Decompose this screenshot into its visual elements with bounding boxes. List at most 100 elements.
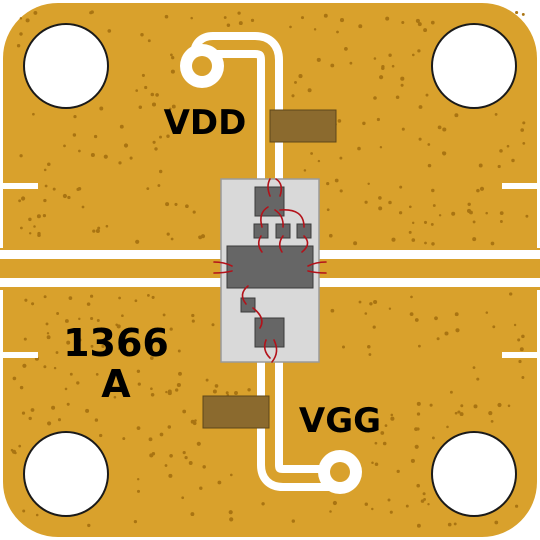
substrate-dot bbox=[431, 188, 435, 193]
substrate-dot bbox=[329, 510, 332, 513]
substrate-dot bbox=[136, 477, 140, 481]
substrate-dot bbox=[380, 431, 385, 435]
substrate-dot bbox=[442, 151, 447, 156]
substrate-dot bbox=[234, 391, 238, 395]
bond-wire-top-3 bbox=[279, 209, 305, 228]
substrate-dot bbox=[438, 214, 442, 217]
substrate-dot bbox=[378, 196, 382, 200]
substrate-dot bbox=[18, 199, 22, 203]
substrate-dot bbox=[364, 502, 369, 506]
substrate-dot bbox=[45, 322, 49, 326]
substrate-dot bbox=[457, 410, 461, 414]
substrate-dot bbox=[416, 401, 421, 406]
substrate-dot bbox=[367, 344, 371, 349]
substrate-dot bbox=[33, 10, 38, 15]
substrate-dot bbox=[479, 186, 485, 191]
substrate-dot bbox=[525, 214, 529, 218]
substrate-dot bbox=[47, 421, 52, 426]
substrate-dot bbox=[96, 319, 100, 322]
substrate-dot bbox=[411, 238, 416, 242]
substrate-dot bbox=[103, 154, 108, 159]
substrate-dot bbox=[410, 295, 413, 299]
bond-wire-vgg-1 bbox=[263, 339, 271, 359]
substrate-dot bbox=[344, 47, 348, 51]
substrate-dot bbox=[67, 195, 71, 200]
substrate-dot bbox=[148, 437, 153, 442]
substrate-dot bbox=[46, 332, 50, 335]
substrate-dot bbox=[420, 499, 425, 503]
substrate-dot bbox=[226, 23, 231, 27]
substrate-dot bbox=[395, 95, 400, 99]
substrate-dot bbox=[520, 128, 524, 132]
substrate-dot bbox=[330, 63, 335, 68]
notch-left-lower bbox=[0, 352, 38, 358]
substrate-dot bbox=[92, 229, 96, 233]
substrate-dot bbox=[449, 390, 453, 394]
substrate-dot bbox=[522, 142, 526, 145]
substrate-dot bbox=[66, 340, 71, 345]
substrate-dot bbox=[391, 64, 395, 68]
substrate-dot bbox=[453, 522, 457, 526]
substrate-dot bbox=[46, 335, 51, 340]
substrate-dot bbox=[19, 17, 23, 20]
substrate-dot bbox=[133, 519, 138, 524]
substrate-dot bbox=[53, 366, 57, 370]
substrate-dot bbox=[43, 365, 47, 369]
substrate-dot bbox=[384, 424, 388, 427]
substrate-dot bbox=[178, 371, 182, 376]
substrate-dot bbox=[381, 66, 385, 70]
substrate-dot bbox=[300, 16, 305, 20]
substrate-dot bbox=[414, 318, 419, 322]
substrate-dot bbox=[467, 202, 471, 206]
substrate-dot bbox=[521, 376, 525, 379]
substrate-dot bbox=[416, 483, 420, 488]
substrate-dot bbox=[416, 523, 421, 528]
substrate-dot bbox=[372, 325, 376, 329]
substrate-dot bbox=[289, 25, 292, 29]
substrate-dot bbox=[140, 33, 144, 37]
substrate-dot bbox=[429, 403, 433, 407]
substrate-dot bbox=[422, 492, 426, 496]
substrate-dot bbox=[506, 144, 510, 148]
substrate-dot bbox=[472, 220, 476, 224]
substrate-dot bbox=[19, 154, 23, 158]
substrate-dot bbox=[521, 12, 525, 16]
substrate-dot bbox=[118, 161, 122, 165]
substrate-dot bbox=[519, 347, 524, 352]
substrate-dot bbox=[21, 196, 26, 201]
bond-wire-top-2 bbox=[274, 209, 284, 228]
substrate-dot bbox=[182, 451, 186, 455]
substrate-dot bbox=[19, 385, 24, 390]
substrate-dot bbox=[171, 104, 176, 109]
substrate-dot bbox=[414, 444, 419, 449]
substrate-dot bbox=[427, 143, 431, 146]
substrate-dot bbox=[460, 404, 464, 408]
substrate-dot bbox=[405, 504, 409, 508]
substrate-dot bbox=[485, 311, 489, 314]
substrate-dot bbox=[368, 353, 372, 356]
substrate-dot bbox=[349, 61, 353, 65]
substrate-dot bbox=[177, 349, 181, 353]
substrate-dot bbox=[21, 411, 26, 415]
substrate-dot bbox=[166, 134, 170, 138]
substrate-dot bbox=[323, 13, 328, 18]
substrate-dot bbox=[198, 235, 201, 239]
mounting-holes bbox=[23, 23, 517, 517]
substrate-dot bbox=[78, 317, 81, 321]
substrate-dot bbox=[185, 204, 189, 209]
substrate-dot bbox=[388, 53, 392, 57]
substrate-dot bbox=[442, 127, 447, 132]
substrate-dot bbox=[63, 144, 66, 148]
substrate-dot bbox=[298, 74, 303, 79]
substrate-dot bbox=[339, 189, 343, 193]
substrate-dot bbox=[476, 188, 480, 193]
substrate-dot bbox=[379, 145, 383, 149]
substrate-dot bbox=[427, 163, 432, 168]
substrate-dot bbox=[19, 32, 23, 36]
substrate-dot bbox=[52, 187, 56, 191]
substrate-dot bbox=[374, 462, 379, 467]
substrate-dot bbox=[138, 105, 143, 109]
substrate-dot bbox=[408, 230, 412, 234]
substrate-dot bbox=[517, 338, 521, 342]
substrate-dot bbox=[455, 328, 460, 333]
